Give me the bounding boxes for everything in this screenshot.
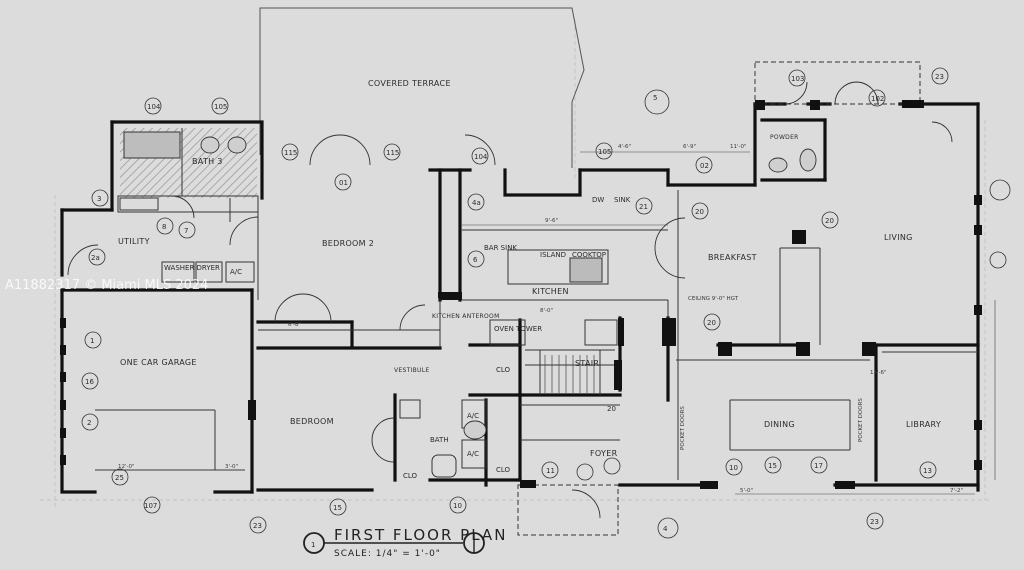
tag-number: 23 bbox=[253, 522, 262, 530]
dimension-text: 3'-0" bbox=[225, 464, 238, 470]
room-label-garage: ONE CAR GARAGE bbox=[120, 358, 197, 367]
dimension-text: 6'-9" bbox=[683, 144, 696, 150]
tag-number: 21 bbox=[639, 203, 648, 211]
tag-number: 10 bbox=[729, 464, 738, 472]
terrace-outline bbox=[259, 7, 585, 168]
tag-number: 1 bbox=[90, 337, 94, 345]
tag-number: 115 bbox=[284, 149, 297, 157]
tag-number: 02 bbox=[700, 162, 709, 170]
tag-numbers: 104 105 115 115 103 104 105 102 01 02 21… bbox=[85, 73, 944, 533]
room-label-powder: POWDER bbox=[770, 134, 799, 141]
dimension-lines bbox=[95, 151, 996, 495]
dimension-text: 4'-6" bbox=[618, 144, 631, 150]
mls-watermark: A11882317 © Miami MLS 2024 bbox=[5, 278, 208, 293]
tag-number: 10 bbox=[453, 502, 462, 510]
fixture-label-dw: DW bbox=[592, 196, 604, 204]
tag-number: 01 bbox=[339, 179, 348, 187]
tag-number: 16 bbox=[85, 378, 94, 386]
fixture-label-cooktop: COOKTOP bbox=[572, 251, 606, 259]
tag-number: 23 bbox=[870, 518, 879, 526]
dimension-text: 11'-0" bbox=[730, 144, 747, 150]
dimension-text: 13'-6" bbox=[870, 370, 887, 376]
tag-number: 5 bbox=[653, 94, 657, 102]
tag-number: 20 bbox=[825, 217, 834, 225]
dimension-text: 6'-8" bbox=[288, 322, 301, 328]
tag-number: 3 bbox=[97, 195, 101, 203]
tag-number: 102 bbox=[871, 95, 884, 103]
room-label-covered-terrace: COVERED TERRACE bbox=[368, 79, 451, 88]
room-label-dining: DINING bbox=[764, 420, 795, 429]
powder-fixtures bbox=[200, 136, 817, 440]
dimension-text: 9'-6" bbox=[545, 218, 558, 224]
room-label-vestibule: VESTIBULE bbox=[394, 367, 429, 374]
room-label-bath-3: BATH 3 bbox=[192, 157, 223, 166]
fixture-label-clo-2: CLO bbox=[496, 466, 511, 474]
room-label-breakfast: BREAKFAST bbox=[708, 253, 757, 262]
fixture-label-clo-1: CLO bbox=[496, 366, 511, 374]
plan-title: FIRST FLOOR PLAN bbox=[334, 526, 507, 544]
tag-number: 17 bbox=[814, 462, 823, 470]
room-label-stair: STAIR bbox=[575, 359, 599, 368]
fixture-label-bath: BATH bbox=[430, 436, 449, 444]
room-label-library: LIBRARY bbox=[906, 420, 941, 429]
fixture-label-island: ISLAND bbox=[540, 251, 566, 259]
fixture-label-ac-2: A/C bbox=[467, 412, 479, 420]
fixture-label-oven: OVEN TOWER bbox=[494, 325, 542, 333]
room-label-utility: UTILITY bbox=[118, 237, 150, 246]
dimension-text: 7'-2" bbox=[950, 488, 963, 494]
ceiling-note: CEILING 9'-0" HGT bbox=[688, 296, 739, 302]
dimension-text: 12'-0" bbox=[118, 464, 135, 470]
pocket-doors-note: POCKET DOORS bbox=[680, 406, 686, 450]
fixture-label-sink: SINK bbox=[614, 196, 631, 204]
tag-bubbles bbox=[81, 67, 1011, 539]
tag-number: 104 bbox=[474, 153, 488, 161]
room-label-living: LIVING bbox=[884, 233, 913, 242]
reference-lines bbox=[40, 20, 990, 510]
dimension-text: 5'-0" bbox=[740, 488, 753, 494]
columns bbox=[60, 100, 982, 489]
dimension-strings: 12'-0" 9'-6" 8'-0" 6'-9" 11'-0" 13'-6" 4… bbox=[118, 144, 963, 494]
tag-number: 6 bbox=[473, 256, 478, 264]
tag-number: 11 bbox=[546, 467, 555, 475]
tag-number: 4a bbox=[472, 199, 481, 207]
fixture-label-bar-sink: BAR SINK bbox=[484, 244, 517, 252]
door-swings bbox=[67, 81, 953, 519]
tag-number: 20 bbox=[707, 319, 716, 327]
tag-number: 15 bbox=[768, 462, 777, 470]
dimension-text: 8'-0" bbox=[540, 308, 553, 314]
tag-number: 8 bbox=[162, 223, 166, 231]
tag-number: 13 bbox=[923, 467, 932, 475]
tag-number: 2a bbox=[91, 254, 100, 262]
plan-scale: SCALE: 1/4" = 1'-0" bbox=[334, 549, 441, 559]
room-label-kitchen-anteroom: KITCHEN ANTEROOM bbox=[432, 313, 500, 320]
pocket-doors-note-library: POCKET DOORS bbox=[858, 398, 864, 442]
tag-number: 104 bbox=[147, 103, 161, 111]
tag-number: 20 bbox=[607, 405, 616, 413]
tag-number: 107 bbox=[144, 502, 157, 510]
tag-number: 103 bbox=[791, 75, 804, 83]
tag-number: 20 bbox=[695, 208, 704, 216]
tag-number: 105 bbox=[214, 103, 227, 111]
bathtub bbox=[123, 131, 181, 159]
room-label-foyer: FOYER bbox=[590, 449, 618, 458]
fixture-label-clo-3: CLO bbox=[403, 472, 418, 480]
room-label-bedroom-2: BEDROOM 2 bbox=[322, 239, 374, 248]
fixture-label-washer-dryer: WASHER DRYER bbox=[164, 264, 220, 272]
tag-number: 23 bbox=[935, 73, 944, 81]
tag-number: 4 bbox=[663, 525, 668, 533]
tag-number: 15 bbox=[333, 504, 342, 512]
title-block: 1 FIRST FLOOR PLAN SCALE: 1/4" = 1'-0" bbox=[303, 526, 507, 559]
fixture-label-ac-3: A/C bbox=[467, 450, 479, 458]
fixture-label-ac-1: A/C bbox=[230, 268, 242, 276]
room-label-kitchen: KITCHEN bbox=[532, 287, 569, 296]
stair-treads bbox=[544, 355, 595, 393]
tag-number: 115 bbox=[386, 149, 399, 157]
tag-number: 2 bbox=[87, 419, 91, 427]
tag-number: 25 bbox=[115, 474, 124, 482]
title-marker-number: 1 bbox=[311, 541, 315, 549]
tag-number: 7 bbox=[184, 227, 188, 235]
room-label-bedroom: BEDROOM bbox=[290, 417, 334, 426]
